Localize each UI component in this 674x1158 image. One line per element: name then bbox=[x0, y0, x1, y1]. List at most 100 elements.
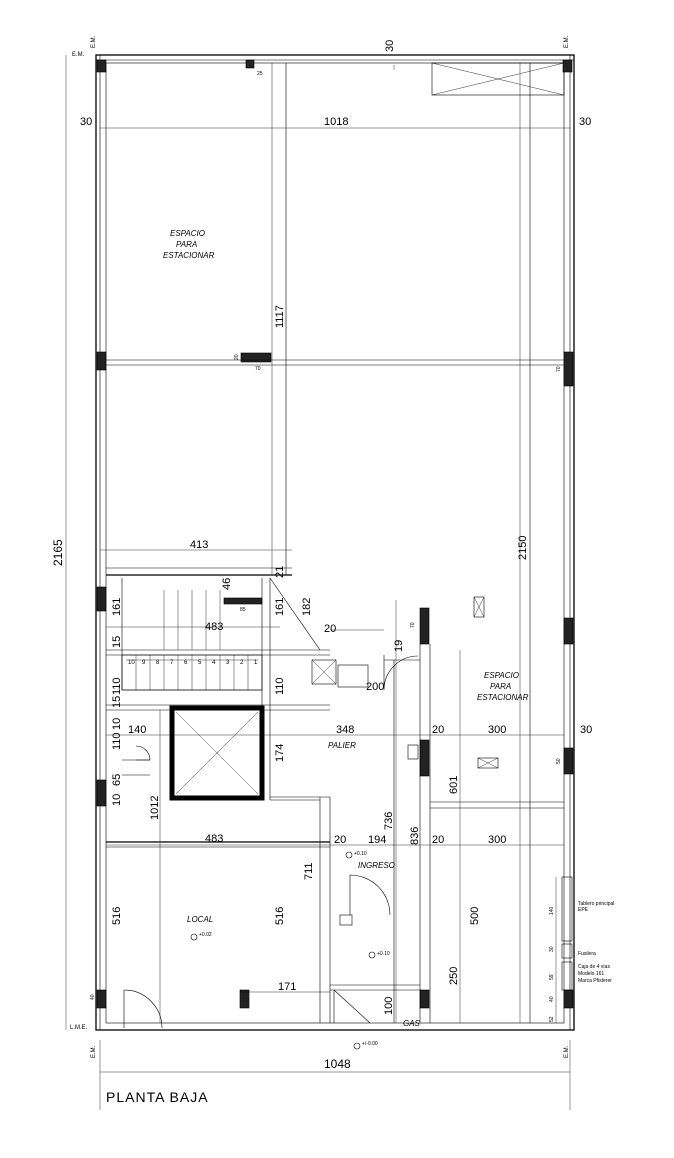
caja-dim: 59 bbox=[549, 974, 555, 980]
elec-dim-40: 40 bbox=[549, 996, 555, 1002]
column-left-b bbox=[96, 779, 107, 807]
stair-step-7: 4 bbox=[212, 660, 216, 666]
elec-dim-30: 30 bbox=[549, 946, 555, 952]
stair-step-4: 7 bbox=[170, 660, 174, 666]
room-parking-top-1: ESPACIO bbox=[170, 229, 205, 238]
stair-step-10: 1 bbox=[254, 660, 258, 666]
stairs: 10 9 8 7 6 5 4 3 2 1 bbox=[121, 590, 263, 691]
column-center-a bbox=[419, 607, 430, 645]
tablero-label-1: Tablero principal bbox=[578, 901, 614, 907]
dim-20-d: 20 bbox=[324, 623, 336, 635]
col-dim-20: 20 bbox=[234, 354, 240, 360]
dim-2150: 2150 bbox=[517, 536, 529, 560]
stair-treads bbox=[135, 590, 249, 690]
tablero-dim: 140 bbox=[549, 906, 555, 915]
dim-171: 171 bbox=[278, 981, 296, 993]
dim-174: 174 bbox=[274, 744, 286, 762]
room-parking-top-2: PARA bbox=[176, 240, 197, 249]
dim-836: 836 bbox=[409, 827, 421, 845]
plan-title: PLANTA BAJA bbox=[106, 1089, 209, 1105]
col-dim-70-b: 70 bbox=[556, 366, 562, 372]
room-palier: PALIER bbox=[328, 741, 356, 750]
col-dim-25: 25 bbox=[257, 71, 263, 77]
caja-label-1: Caja de 4 vías bbox=[578, 964, 610, 970]
column-bottom-a bbox=[239, 989, 250, 1009]
level-icon-local bbox=[190, 933, 198, 941]
column-top-left bbox=[96, 59, 107, 73]
column-right-b bbox=[563, 747, 574, 775]
dim-20-c: 20 bbox=[432, 834, 444, 846]
dim-500: 500 bbox=[469, 907, 481, 925]
dim-21: 21 bbox=[274, 566, 286, 578]
dim-65: 65 bbox=[111, 774, 123, 786]
col-dim-85: 85 bbox=[240, 607, 246, 613]
column-mid-right bbox=[563, 351, 574, 387]
electrical-panel: 140 59 40 52 30 Tablero principal EPE Fu… bbox=[549, 876, 614, 1023]
dimension-lines bbox=[65, 55, 571, 1110]
doors bbox=[123, 655, 419, 1029]
stair-step-1: 10 bbox=[128, 660, 135, 666]
column-top-mid bbox=[245, 59, 255, 69]
em-left: E.M. bbox=[72, 52, 85, 58]
lme-marker: L.M.E. bbox=[70, 1025, 88, 1031]
room-parking-right-2: PARA bbox=[490, 682, 511, 691]
column-right-a bbox=[563, 617, 574, 645]
col-dim-70-a: 70 bbox=[255, 366, 261, 372]
dim-19: 19 bbox=[393, 640, 405, 652]
dim-516-a: 516 bbox=[111, 907, 123, 925]
dim-348: 348 bbox=[336, 724, 354, 736]
dim-711: 711 bbox=[303, 862, 315, 880]
tablero-label-2: EPE bbox=[578, 907, 589, 913]
dim-110-b: 110 bbox=[274, 677, 286, 695]
column-bottom-left bbox=[96, 989, 107, 1009]
column-top-right bbox=[562, 59, 573, 73]
stair-step-3: 8 bbox=[156, 660, 160, 666]
dim-total-height: 2165 bbox=[51, 539, 65, 566]
room-parking-top-3: ESTACIONAR bbox=[163, 251, 215, 260]
dim-736: 736 bbox=[383, 812, 395, 830]
dim-right-30: 30 bbox=[579, 116, 591, 128]
dim-left-30: 30 bbox=[80, 116, 92, 128]
column-stair-left bbox=[96, 586, 107, 612]
column-mid-center bbox=[240, 352, 272, 363]
room-gas: GAS bbox=[403, 1019, 421, 1028]
dim-15-b: 15 bbox=[111, 696, 123, 708]
marker-parking-b bbox=[477, 757, 499, 769]
col-dim-50: 50 bbox=[556, 758, 562, 764]
dim-300-a: 300 bbox=[488, 724, 506, 736]
caja-label-2: Modelo 161 bbox=[578, 971, 604, 977]
dim-10: 10 bbox=[111, 718, 123, 730]
room-local: LOCAL bbox=[187, 915, 213, 924]
dim-top-30: 30 bbox=[384, 40, 396, 52]
dim-20-b: 20 bbox=[334, 834, 346, 846]
dim-100: 100 bbox=[383, 997, 395, 1015]
column-mid-left bbox=[96, 351, 107, 371]
shaft-box bbox=[311, 659, 337, 685]
room-parking-right-3: ESTACIONAR bbox=[477, 693, 529, 702]
dim-10b: 10 bbox=[111, 794, 123, 806]
column-center-b bbox=[419, 739, 430, 777]
columns bbox=[96, 59, 574, 1009]
em-top-left: E.M. bbox=[91, 35, 97, 48]
dim-total-width: 1048 bbox=[324, 1057, 351, 1071]
tablero-principal bbox=[561, 876, 573, 942]
stair-step-9: 2 bbox=[240, 660, 244, 666]
level-marks: +0.10 +0.02 +0.10 +/-0.00 bbox=[190, 851, 390, 1050]
fusilera-box bbox=[561, 943, 573, 959]
dim-182: 182 bbox=[301, 598, 313, 616]
dim-1012: 1012 bbox=[149, 796, 161, 820]
stair-step-2: 9 bbox=[142, 660, 146, 666]
outer-walls bbox=[95, 54, 575, 1031]
col-dim-40: 40 bbox=[90, 994, 96, 1000]
dim-140: 140 bbox=[128, 724, 146, 736]
elec-dim-52: 52 bbox=[549, 1016, 555, 1022]
level-icon-vereda bbox=[353, 1042, 361, 1050]
dim-483-stair: 483 bbox=[205, 621, 223, 633]
dim-1117: 1117 bbox=[274, 305, 286, 328]
dim-top-inner: 1018 bbox=[324, 116, 348, 128]
level-ingreso: +0.10 bbox=[354, 851, 367, 857]
fusilera-label: Fusilera bbox=[578, 951, 596, 957]
caja-label-3: Marca Pfisterer bbox=[578, 978, 612, 984]
col-dim-70-c: 70 bbox=[410, 622, 416, 628]
